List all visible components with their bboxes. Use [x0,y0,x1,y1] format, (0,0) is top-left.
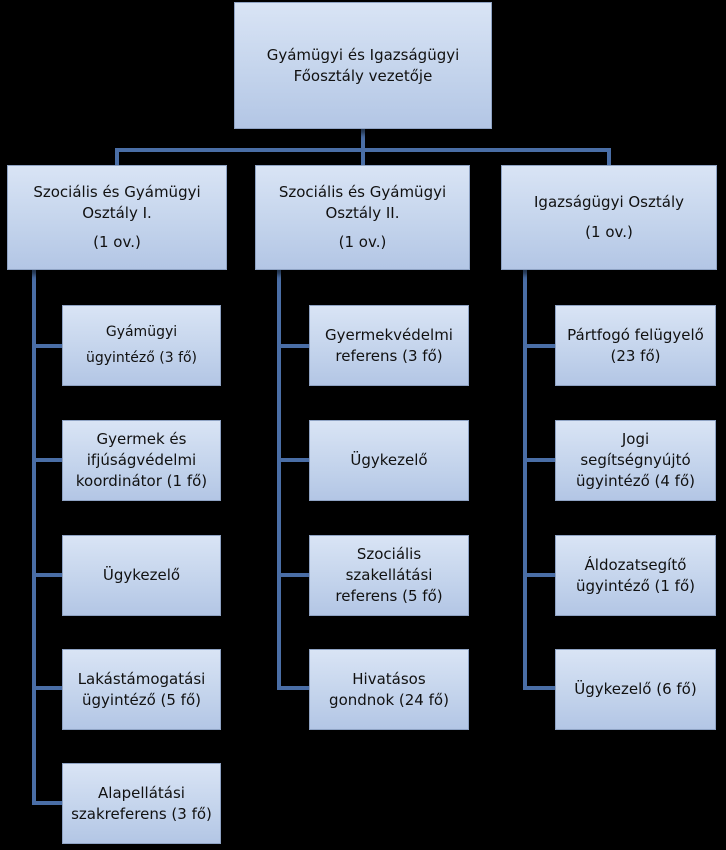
unit-line: referens (3 fő) [335,346,443,365]
unit-line: Lakástámogatási [77,669,206,688]
dept-staff: (1 ov.) [338,233,387,252]
unit-line: ügyintéző (1 fő) [576,576,695,595]
unit-line: Ügykezelő [350,451,428,470]
unit-line: ügyintéző (5 fő) [82,690,201,709]
dept-title-line2: Osztály II. [325,203,400,222]
unit-line: Áldozatsegítő [584,555,687,574]
unit-box-gyermekvedelmi: Gyermekvédelmi referens (3 fő) [309,305,469,386]
unit-line: (23 fő) [610,346,661,365]
unit-line: Alapellátási [98,783,185,802]
unit-box-gyamugyi-ugyintezo: Gyámügyi ügyintéző (3 fő) [62,305,221,386]
dept-title-line1: Szociális és Gyámügyi [33,182,201,201]
root-box: Gyámügyi és Igazságügyi Főosztály vezető… [234,2,492,129]
dept-title-line1: Szociális és Gyámügyi [278,182,447,201]
unit-box-ugykezelo-1: Ügykezelő [62,535,221,616]
dept-staff: (1 ov.) [93,233,141,252]
unit-box-lakastamogatasi: Lakástámogatási ügyintéző (5 fő) [62,649,221,730]
unit-line: koordinátor (1 fő) [75,471,208,490]
dept-title-line2: Osztály I. [82,203,152,222]
unit-line: Jogi [621,430,650,449]
unit-box-ugykezelo-2: Ügykezelő [309,420,469,501]
dept-title-line1: Igazságügyi Osztály [534,193,684,212]
dept-box-1: Szociális és Gyámügyi Osztály I. (1 ov.) [7,165,227,270]
unit-line: ügyintéző (3 fő) [85,349,198,366]
unit-box-jogi-segitsegnyujto: Jogi segítségnyújtó ügyintéző (4 fő) [555,420,716,501]
dept-box-2: Szociális és Gyámügyi Osztály II. (1 ov.… [255,165,470,270]
unit-line: Gyermekvédelmi [325,325,453,344]
dept-box-3: Igazságügyi Osztály (1 ov.) [501,165,717,270]
unit-line: Szociális [356,545,422,564]
unit-box-gyermek-ifjusagvedelmi: Gyermek és ifjúságvédelmi koordinátor (1… [62,420,221,501]
unit-box-alapellatasi: Alapellátási szakreferens (3 fő) [62,763,221,844]
unit-box-hivatasos-gondnok: Hivatásos gondnok (24 fő) [309,649,469,730]
unit-box-partfogo-felugyelo: Pártfogó felügyelő (23 fő) [555,305,716,386]
unit-line: ügyintéző (4 fő) [576,471,695,490]
unit-line: Gyámügyi [105,324,178,341]
root-title-line2: Főosztály vezetője [293,66,433,85]
unit-line: Ügykezelő [102,566,181,585]
unit-line: segítségnyújtó [580,451,691,470]
unit-line: szakellátási [345,566,433,585]
root-title-line1: Gyámügyi és Igazságügyi [266,45,460,64]
unit-line: szakreferens (3 fő) [71,804,212,823]
unit-line: gondnok (24 fő) [329,690,449,709]
unit-line: ifjúságvédelmi [86,451,197,470]
dept-staff: (1 ov.) [585,223,633,241]
unit-line: Hivatásos [352,669,426,688]
unit-box-aldozatsegito: Áldozatsegítő ügyintéző (1 fő) [555,535,716,616]
unit-line: Gyermek és [96,430,187,449]
unit-line: referens (5 fő) [335,586,443,605]
unit-line: Ügykezelő (6 fő) [574,680,697,699]
unit-line: Pártfogó felügyelő [567,325,704,344]
unit-box-ugykezelo-3: Ügykezelő (6 fő) [555,649,716,730]
unit-box-szocialis-szakellatasi: Szociális szakellátási referens (5 fő) [309,535,469,616]
